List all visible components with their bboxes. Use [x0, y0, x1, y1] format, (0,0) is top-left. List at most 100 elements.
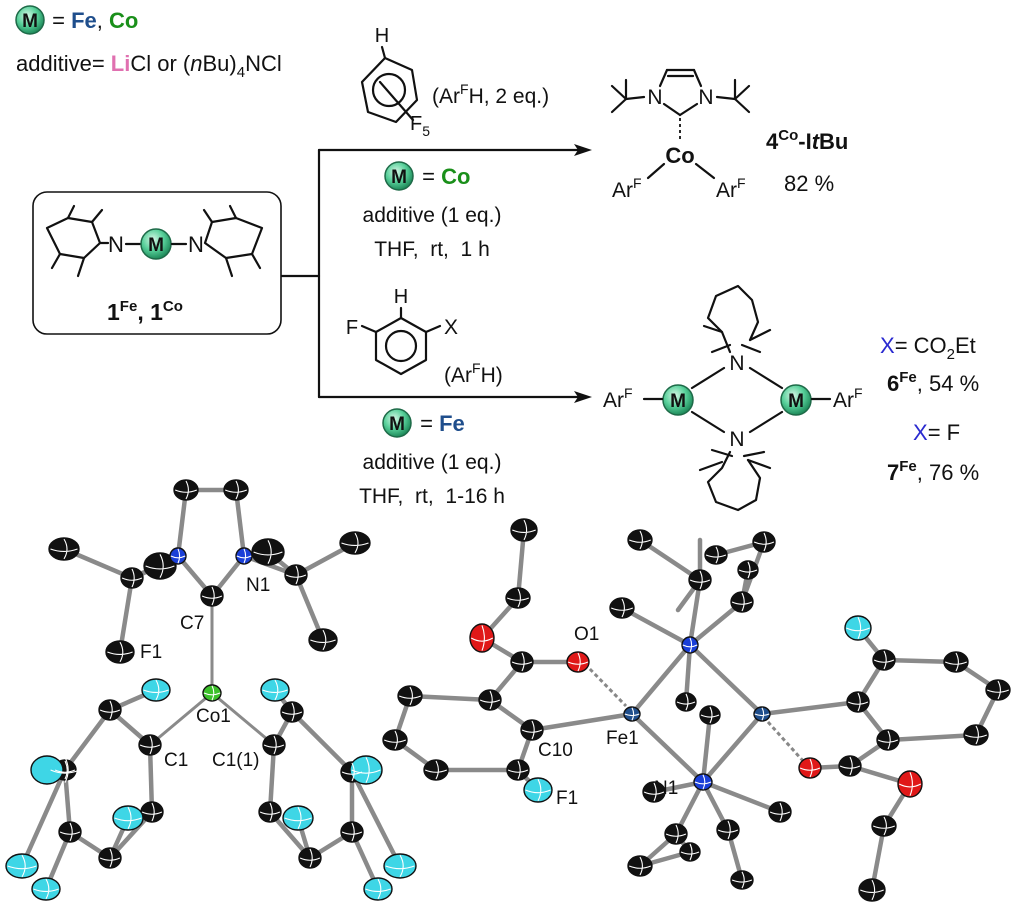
label-1-co: 1 [150, 299, 163, 325]
result-x-co2et: X= CO2Et [880, 333, 976, 363]
left-fluorine-atoms [5, 678, 417, 901]
ellipsoid-axis [383, 730, 407, 750]
ellipsoid-axes [7, 480, 1010, 901]
co-arf-left-bond [646, 162, 666, 180]
legend-equals: = [46, 8, 71, 33]
ellipsoid-axis [567, 652, 589, 672]
ellipsoid-axis [680, 843, 700, 861]
ellipsoid-axis [717, 820, 739, 840]
left-carbon-atoms [48, 479, 371, 869]
label-right-f1: F1 [556, 788, 578, 809]
ellipsoid-axis [170, 548, 186, 564]
label-left-c1: C1 [164, 750, 188, 771]
ellipsoid-axis [610, 598, 634, 618]
legend-additive-prefix: additive= [16, 51, 111, 76]
result-x2: X [913, 420, 928, 445]
dimer-top-me-b [748, 328, 772, 342]
result-x1-rest: = CO [895, 333, 947, 358]
bottom-metal-letter: M [389, 414, 405, 435]
product-arf-right: ArF [716, 175, 746, 202]
ellipsoid-axis [839, 756, 861, 776]
crystal-structure-left: N1 C7 F1 Co1 C1 C1(1) [5, 479, 417, 901]
product-4-yield: 82 % [784, 171, 834, 196]
product-co-atom: Co [665, 143, 694, 168]
right-iron-atoms [623, 706, 771, 722]
left-piperidine-ring [45, 216, 102, 260]
bottom-conditions: M = Fe additive (1 eq.) THF, rt, 1-16 h [359, 408, 505, 508]
bottom-reagent-ring [374, 316, 428, 376]
top-reagent-ring [360, 56, 419, 124]
ellipsoid-axis [385, 854, 415, 878]
label-1-fe-sup: Fe [120, 298, 138, 315]
reaction-arrows [280, 144, 592, 403]
result-x2-rest: = F [928, 420, 960, 445]
product-4-label: 4Co-ItBu [766, 127, 848, 154]
ellipsoid-axis [525, 778, 551, 802]
dimer-arf-right-ar: Ar [833, 389, 854, 412]
ellipsoid-axis [59, 822, 81, 842]
ellipsoid-axis [944, 652, 968, 672]
label-1-fe: 1 [107, 299, 120, 325]
result-7-yield: , 76 % [917, 460, 979, 485]
core-n-top-m-right [748, 366, 784, 390]
top-note-pre: (Ar [432, 85, 460, 108]
result-x1: X [880, 333, 895, 358]
ellipsoid-axis [846, 616, 870, 640]
ellipsoid-axis [341, 822, 363, 842]
bottom-reagent-x: X [444, 316, 458, 339]
core-n-top-m-left [690, 366, 726, 390]
ellipsoid-axis [54, 760, 76, 780]
label-sep: , [137, 299, 150, 325]
ellipsoid-axis [236, 548, 252, 564]
ellipsoid-axis [121, 568, 143, 588]
ellipsoid-axis [33, 878, 59, 900]
left-nitrogen-atoms [169, 547, 253, 565]
arf-right-ar: Ar [716, 179, 737, 202]
ellipsoid-axis [872, 816, 896, 836]
result-6fe: 6Fe, 54 % [887, 369, 979, 396]
label-right-o1: O1 [574, 624, 599, 645]
ellipsoid-axis [511, 652, 533, 672]
legend-co: Co [109, 8, 138, 33]
bottom-reagent-f: F [346, 317, 358, 339]
legend: M = Fe, Co additive= LiCl or (nBu)4NCl [15, 5, 282, 81]
legend-nbu-italic: n [190, 51, 202, 76]
ellipsoid-axis [107, 641, 133, 663]
bottom-metal-eq: = Fe [414, 411, 465, 436]
arf-left-sup: F [633, 175, 642, 191]
ellipsoid-axis [224, 480, 248, 500]
dimer-bottom-me-d [742, 450, 766, 458]
ellipsoid-axis [694, 774, 712, 790]
ellipsoid-axis [50, 757, 80, 783]
bottom-reagent-note: (ArFH) [444, 360, 503, 387]
tbu-right-b [733, 97, 751, 114]
tbu-left-b [610, 97, 628, 114]
ellipsoid-axis [738, 561, 758, 579]
ellipsoid-axis [114, 806, 142, 830]
result-7-sup: Fe [899, 458, 917, 475]
label-left-n1: N1 [246, 575, 270, 596]
left-methyl-a [66, 204, 76, 220]
ellipsoid-axis [50, 538, 78, 560]
top-metal-co: Co [441, 164, 470, 189]
ellipsoid-axis [310, 629, 336, 651]
ellipsoid-axis [203, 685, 221, 701]
ellipsoid-axis [141, 802, 163, 822]
bottom-cond-additive: additive (1 eq.) [363, 451, 502, 474]
ellipsoid-axis [521, 720, 543, 740]
result-6-yield: , 54 % [917, 371, 979, 396]
o1-fe1-interaction [583, 662, 628, 708]
product-arf-left: ArF [612, 175, 642, 202]
ellipsoid-axis [860, 879, 884, 901]
legend-nbu-end: NCl [245, 51, 282, 76]
right-oxygen-atoms [469, 623, 923, 798]
starting-n-right: N [188, 232, 204, 257]
tbu-right-a [715, 84, 751, 101]
right-methyl-d [250, 252, 262, 270]
tbu-left-a [610, 84, 646, 101]
result-x1-sub: 2 [947, 346, 955, 363]
ellipsoid-axis [643, 782, 665, 802]
starting-material: N M N 1Fe, 1Co [32, 191, 282, 335]
label-left-co1: Co1 [196, 706, 231, 727]
ellipsoid-axis [263, 735, 285, 755]
